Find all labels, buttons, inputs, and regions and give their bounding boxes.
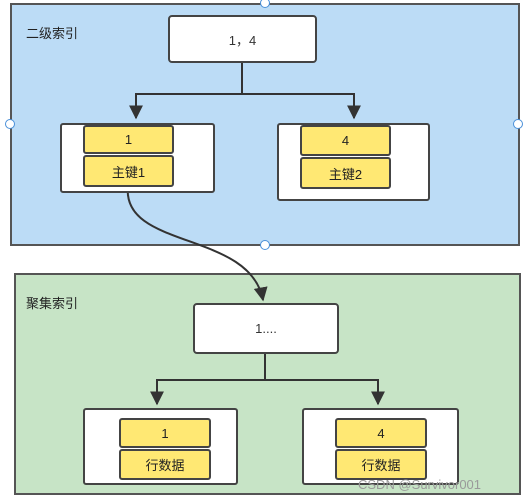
secondary-leaf-1-key[interactable]: 1 [83,125,174,154]
resize-handle-right[interactable] [513,119,523,129]
resize-handle-top[interactable] [260,0,270,8]
watermark: CSDN @Survivor001 [358,477,482,492]
clustered-index-title: 聚集索引 [26,296,79,311]
secondary-leaf-2-key-text: 4 [341,133,350,148]
secondary-root-label: 1，4 [228,32,257,48]
clustered-tree-connector-left [150,354,266,406]
clustered-leaf-2-key-text: 4 [377,425,385,441]
resize-handle-left[interactable] [5,119,15,129]
clustered-leaf-1-key[interactable]: 1 [119,418,211,448]
resize-handle-bottom[interactable] [260,240,270,250]
secondary-leaf-2-value[interactable]: 主键2 [300,157,391,189]
secondary-leaf-1-value[interactable]: 主键1 [83,155,174,187]
clustered-root-node[interactable]: 1.... [193,303,339,354]
secondary-leaf-1-key-text: 1 [124,132,133,147]
clustered-leaf-2-key[interactable]: 4 [335,418,427,448]
secondary-tree-connector [129,63,243,120]
clustered-leaf-1-value-text: 行数据 [145,458,185,473]
secondary-index-title: 二级索引 [26,26,79,41]
clustered-root-label: 1.... [255,321,277,336]
secondary-root-node[interactable]: 1，4 [168,15,317,63]
clustered-leaf-1-value[interactable]: 行数据 [119,449,211,480]
secondary-tree-connector-right [242,93,361,120]
secondary-leaf-2-value-text: 主键2 [328,166,363,182]
clustered-leaf-2-value[interactable]: 行数据 [335,449,427,480]
clustered-leaf-2-value-text: 行数据 [361,458,401,473]
secondary-leaf-2-key[interactable]: 4 [300,125,391,156]
lookup-link [126,184,268,302]
secondary-leaf-1-value-text: 主键1 [111,164,146,180]
clustered-leaf-1-key-text: 1 [161,425,169,441]
clustered-tree-connector-right [265,379,385,406]
